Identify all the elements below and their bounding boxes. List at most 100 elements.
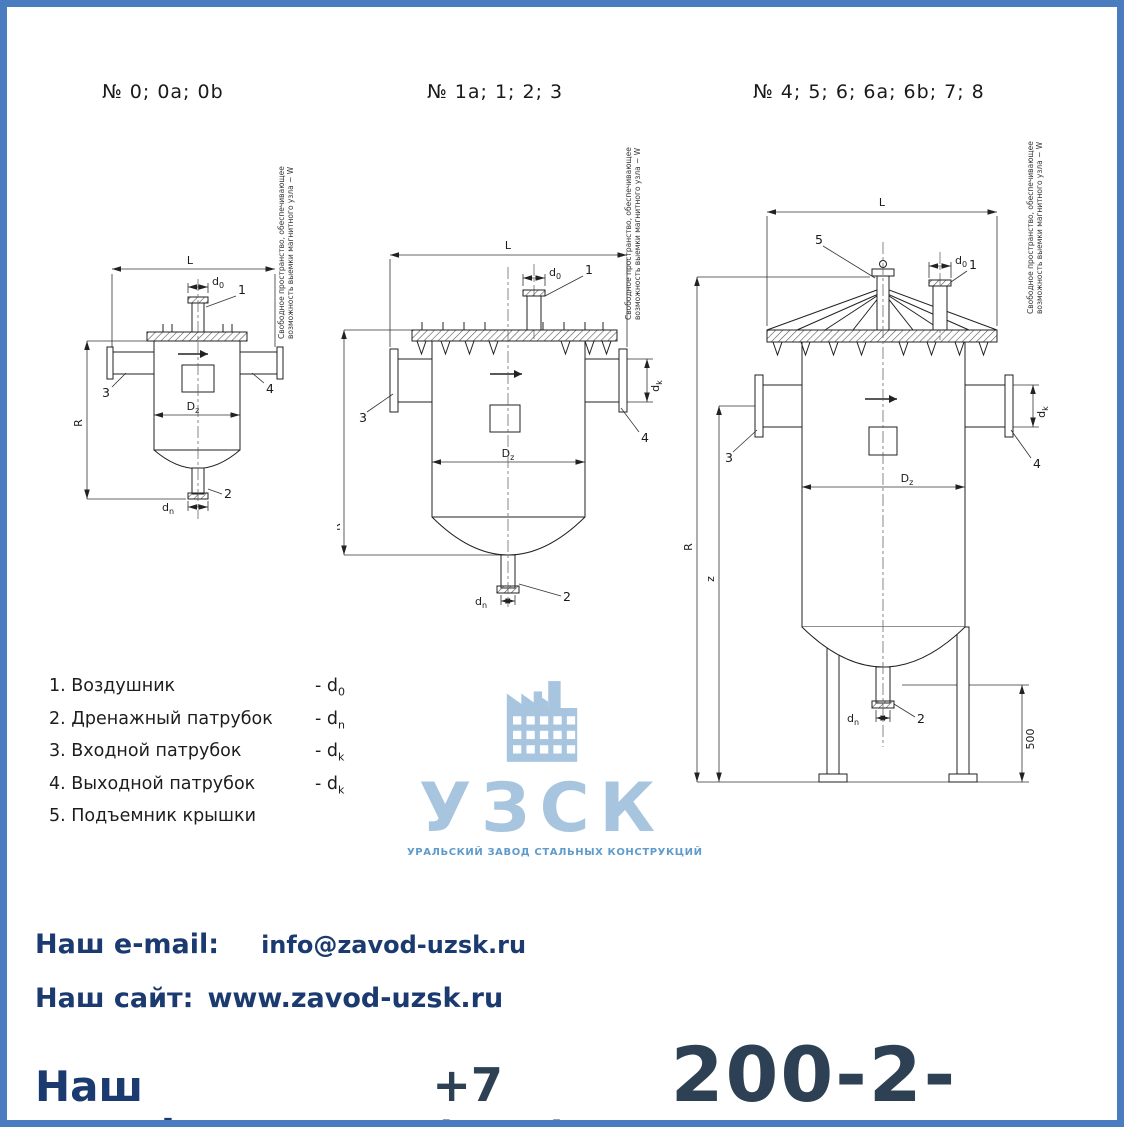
dimension-dk: dk [627,358,664,403]
svg-text:R: R [72,419,85,427]
callout-1: 1 [544,262,593,297]
dimension-R: R [337,329,505,556]
air-vent-nozzle: d0 [187,275,224,333]
outlet-nozzle [964,374,1014,438]
callout-4: 4 [620,407,649,445]
vessel-shell [411,322,618,556]
svg-text:d0: d0 [549,266,561,281]
svg-text:4: 4 [1033,456,1041,471]
callout-2: 2 [518,583,571,604]
callout-1: 1 [950,257,977,283]
svg-text:1: 1 [969,257,977,272]
legend-item-label: 3. Входной патрубок [49,741,242,761]
drain-nozzle: dn [847,666,895,727]
dimension-z: z [704,405,759,782]
callout-4: 4 [1010,429,1041,471]
dimension-dk: dk [1013,384,1050,428]
drawing-title-3: № 4; 5; 6; 6a; 6b; 7; 8 [753,81,985,103]
svg-text:3: 3 [102,385,110,400]
logo-text: УЗСК [418,769,666,848]
svg-text:1: 1 [585,262,593,277]
legend: 1. Воздушник - d0 2. Дренажный патрубок … [49,673,389,830]
dimension-Dz: Dz [154,400,240,418]
logo-caption: УРАЛЬСКИЙ ЗАВОД СТАЛЬНЫХ КОНСТРУКЦИЙ [407,847,703,859]
free-space-note: Свободное пространство, обеспечивающее в… [277,164,295,339]
callout-4: 4 [251,372,274,396]
svg-text:Dz: Dz [502,447,515,462]
callout-5: 5 [815,232,876,279]
phone-number: 200-2-210 [670,1030,958,1121]
drawing-filter-large: Свободное пространство, обеспечивающее в… [682,139,1050,783]
outlet-nozzle [239,346,284,380]
legend-item-label: 5. Подъемник крышки [49,806,256,826]
svg-text:dn: dn [475,595,487,610]
dimension-R: R [72,340,186,500]
callout-3: 3 [725,429,758,465]
drain-nozzle: dn [162,467,209,516]
svg-text:2: 2 [917,711,925,726]
svg-text:3: 3 [725,450,733,465]
dimension-L: L [111,254,276,347]
magnet-box [489,404,521,433]
email-value: info@zavod-uzsk.ru [261,931,527,959]
air-vent-nozzle: d0 [522,264,561,342]
legend-item-dim: - dk [315,741,345,764]
watermark: УЗСК УРАЛЬСКИЙ ЗАВОД СТАЛЬНЫХ КОНСТРУКЦИ… [407,679,703,859]
svg-text:dn: dn [847,712,859,727]
svg-text:R: R [337,523,343,531]
factory-logo-icon [506,681,578,762]
legend-item: 3. Входной патрубок - dk [49,738,389,771]
svg-text:L: L [879,196,886,209]
site-value: www.zavod-uzsk.ru [207,983,504,1014]
inlet-nozzle [389,348,433,413]
callout-3: 3 [102,372,127,400]
svg-text:1: 1 [238,282,246,297]
svg-text:Свободное пространство, обеспе: Свободное пространство, обеспечивающее в… [1026,139,1044,314]
cover [766,289,998,357]
vessel-shell [801,341,966,628]
email-label: Наш e-mail: [35,929,220,960]
legend-item: 2. Дренажный патрубок - dn [49,706,389,739]
dimension-Dz: Dz [802,472,965,490]
outlet-nozzle [584,348,628,413]
leg-feet [818,773,978,783]
svg-text:Dz: Dz [187,400,200,415]
svg-text:Свободное пространство, обеспе: Свободное пространство, обеспечивающее в… [624,145,642,320]
legend-item-label: 4. Выходной патрубок [49,773,256,794]
svg-text:4: 4 [641,430,649,445]
legend-item-dim: - dn [315,708,345,732]
svg-text:500: 500 [1024,729,1037,750]
dimension-Dz: Dz [432,447,585,465]
legend-item-label: 1. Воздушник [49,676,176,696]
vessel-shell [146,324,248,469]
svg-text:L: L [187,254,194,267]
svg-text:dn: dn [162,501,174,516]
callout-2: 2 [893,703,925,726]
dimension-R: R [682,276,870,782]
legend-item: 5. Подъемник крышки [49,803,389,830]
site-row: Наш сайт: www.zavod-uzsk.ru [35,983,503,1014]
svg-text:2: 2 [563,589,571,604]
legs [826,626,970,775]
legend-item-dim: - d0 [315,676,345,699]
site-label: Наш сайт: [35,983,194,1014]
free-space-note: Свободное пространство, обеспечивающее в… [624,145,642,320]
callout-3: 3 [359,393,394,425]
svg-text:Свободное пространство, обеспе: Свободное пространство, обеспечивающее в… [277,164,295,339]
svg-text:R: R [682,543,695,551]
email-row: Наш e-mail: info@zavod-uzsk.ru [35,929,526,960]
dimension-L: L [766,196,998,326]
drain-nozzle: dn [475,554,520,610]
legend-item-dim [315,803,389,830]
legend-item-label: 2. Дренажный патрубок [49,708,273,729]
inlet-nozzle [754,374,803,438]
callout-2: 2 [207,486,232,501]
drawing-title-1: № 0; 0a; 0b [102,81,224,103]
inlet-nozzle [106,346,155,380]
phone-label: Наш телефон: [35,1062,263,1120]
svg-text:dk: dk [1035,406,1050,418]
svg-text:dk: dk [649,380,664,392]
callout-1: 1 [205,282,246,308]
dimension-L: L [389,239,628,347]
svg-text:5: 5 [815,232,823,247]
